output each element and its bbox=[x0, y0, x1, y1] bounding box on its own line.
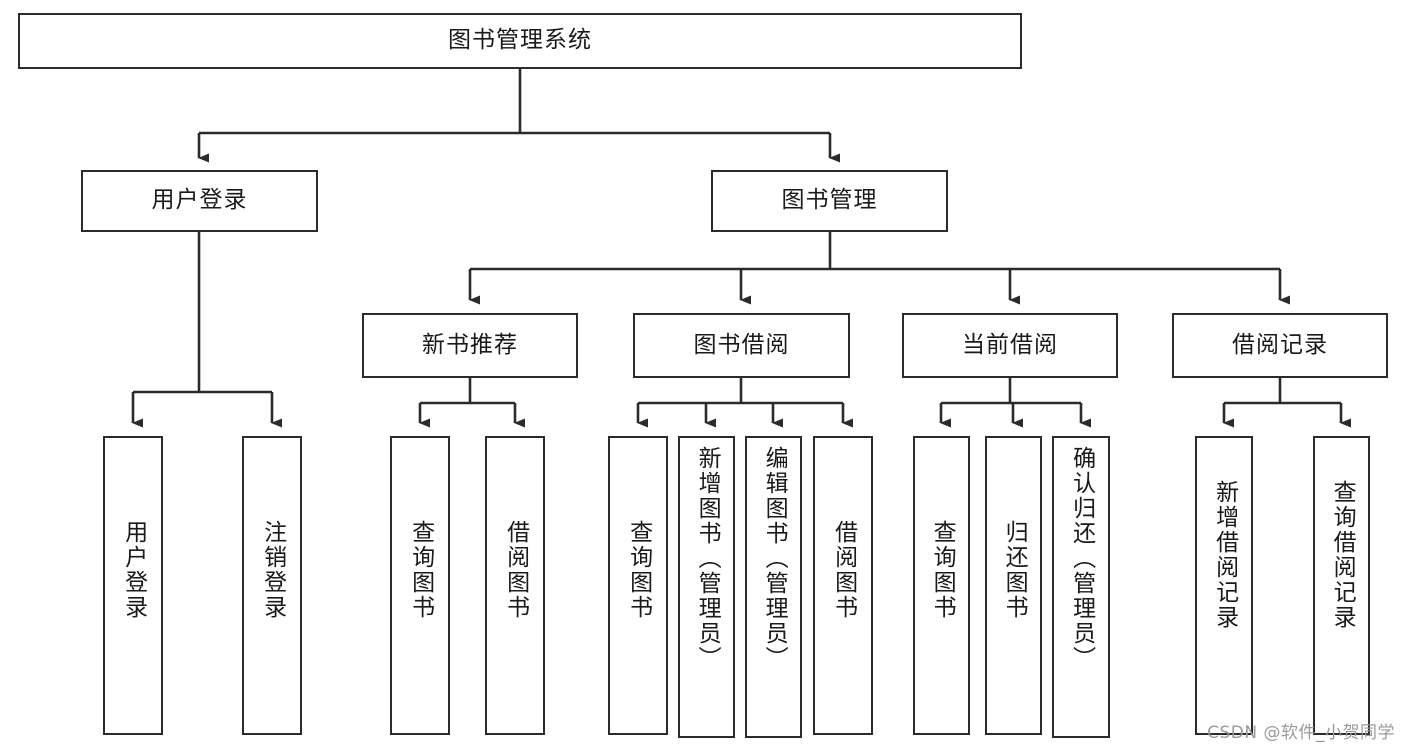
node-label: 借阅记录 bbox=[1232, 331, 1328, 358]
edges-bookborrow-to-leaves bbox=[636, 378, 853, 428]
node-label: 归还图书 bbox=[1001, 520, 1028, 620]
node-label: 借阅图书 bbox=[502, 520, 529, 620]
node-label: 当前借阅 bbox=[962, 331, 1058, 358]
node-label: 新增借阅记录 bbox=[1211, 480, 1238, 630]
node-book-borrow[interactable]: 图书借阅 bbox=[633, 313, 850, 378]
node-leaf-return-book[interactable]: 归还图书 bbox=[985, 436, 1042, 735]
node-label: 新增图书（管理员） bbox=[694, 446, 721, 671]
node-label: 新书推荐 bbox=[422, 331, 518, 358]
node-label: 注销登录 bbox=[259, 520, 286, 620]
node-leaf-confirm-return[interactable]: 确认归还（管理员） bbox=[1052, 436, 1110, 738]
node-leaf-user-logout[interactable]: 注销登录 bbox=[242, 436, 302, 735]
node-leaf-add-book[interactable]: 新增图书（管理员） bbox=[678, 436, 735, 738]
node-leaf-query-book-3[interactable]: 查询图书 bbox=[913, 436, 970, 735]
node-leaf-user-login[interactable]: 用户登录 bbox=[103, 436, 163, 735]
node-label: 用户登录 bbox=[120, 520, 147, 620]
node-label: 查询图书 bbox=[625, 520, 652, 620]
node-borrow-record[interactable]: 借阅记录 bbox=[1172, 313, 1388, 378]
node-leaf-borrow-book-2[interactable]: 借阅图书 bbox=[813, 436, 873, 735]
node-current-borrow[interactable]: 当前借阅 bbox=[902, 313, 1118, 378]
edges-userlogin-to-leaves bbox=[131, 232, 282, 428]
node-label: 查询图书 bbox=[929, 520, 956, 620]
node-new-book-rec[interactable]: 新书推荐 bbox=[362, 313, 578, 378]
node-leaf-add-record[interactable]: 新增借阅记录 bbox=[1195, 436, 1253, 735]
node-leaf-edit-book[interactable]: 编辑图书（管理员） bbox=[745, 436, 802, 738]
node-label: 确认归还（管理员） bbox=[1068, 446, 1095, 671]
edges-bookmanage-to-level3 bbox=[468, 232, 1290, 305]
watermark-credit: CSDN @软件_小贺同学 bbox=[1207, 723, 1395, 743]
node-label: 查询图书 bbox=[407, 520, 434, 620]
node-leaf-query-book-1[interactable]: 查询图书 bbox=[390, 436, 450, 735]
node-leaf-query-book-2[interactable]: 查询图书 bbox=[608, 436, 668, 735]
node-leaf-borrow-book-1[interactable]: 借阅图书 bbox=[485, 436, 545, 735]
edges-newbookrec-to-leaves bbox=[418, 378, 525, 428]
node-label: 图书管理系统 bbox=[448, 27, 592, 54]
node-root-system[interactable]: 图书管理系统 bbox=[18, 13, 1022, 69]
edges-borrowrecord-to-leaves bbox=[1222, 378, 1351, 428]
node-label: 查询借阅记录 bbox=[1329, 480, 1356, 630]
node-leaf-query-record[interactable]: 查询借阅记录 bbox=[1313, 436, 1370, 735]
edges-root-to-level2 bbox=[197, 69, 840, 163]
node-label: 用户登录 bbox=[151, 187, 248, 214]
node-label: 借阅图书 bbox=[830, 520, 857, 620]
node-user-login[interactable]: 用户登录 bbox=[81, 170, 318, 232]
node-label: 图书管理 bbox=[781, 187, 878, 214]
node-label: 图书借阅 bbox=[693, 331, 790, 358]
edges-currentborrow-to-leaves bbox=[939, 378, 1091, 428]
node-label: 编辑图书（管理员） bbox=[761, 446, 788, 671]
node-book-manage[interactable]: 图书管理 bbox=[711, 170, 948, 232]
